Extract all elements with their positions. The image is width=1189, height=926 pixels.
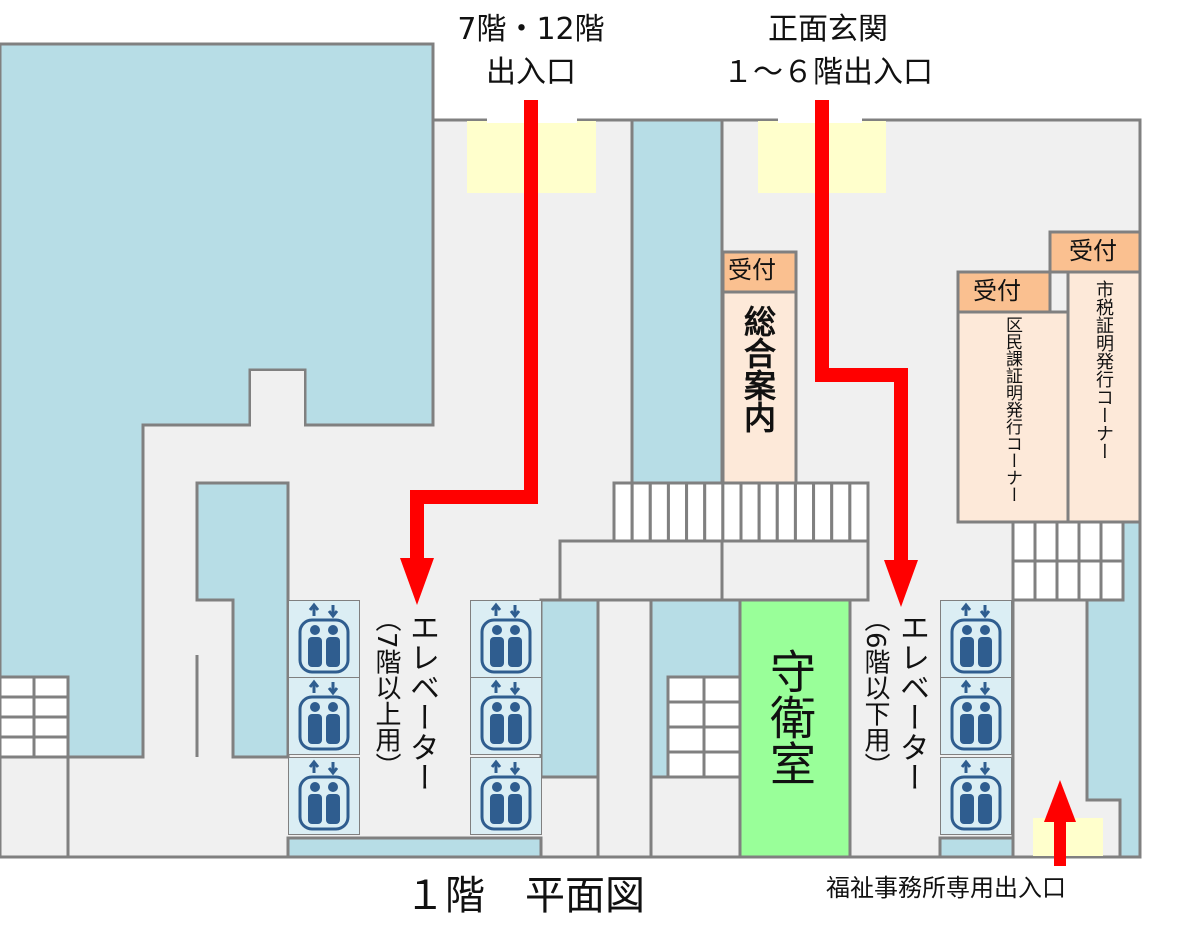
tax-reception-label: 受付 <box>1069 237 1117 265</box>
upper-entrance-label-line1: 7階・12階 <box>457 12 605 47</box>
left-elevator-label: エレベーター <box>404 612 439 792</box>
main-entrance-label-line2: １～６階出入口 <box>723 55 933 90</box>
route-arrowhead-right-elevator <box>884 560 918 607</box>
guard-room-label: 守衛室 <box>763 648 817 786</box>
elevator-icon <box>469 599 543 679</box>
main-entrance-label-line1: 正面玄関 <box>768 12 888 47</box>
room-under-left-elevator <box>286 836 543 859</box>
room-center-1 <box>539 598 600 779</box>
notch-corridor <box>251 371 304 427</box>
welfare-entrance-label: 福祉事務所専用出入口 <box>826 874 1066 902</box>
right-elevator-label: エレベーター <box>894 612 929 792</box>
room-north-column <box>630 118 724 485</box>
elevator-icon <box>287 756 361 836</box>
ward-counter <box>956 310 1070 524</box>
left-elevator-note: （7階以上用） <box>371 606 401 779</box>
info-counter <box>721 290 798 485</box>
page-title: １階 平面図 <box>405 873 645 919</box>
entrance-mat-welfare <box>1033 818 1103 856</box>
stairs-east <box>1011 520 1125 602</box>
elevator-icon <box>469 756 543 836</box>
info-reception-label: 受付 <box>728 256 776 284</box>
elevator-icon <box>939 676 1013 756</box>
upper-entrance-label-line2: 出入口 <box>486 55 576 90</box>
elevator-icon <box>287 599 361 679</box>
route-upper-floors <box>410 100 538 565</box>
ward-reception-box <box>956 270 1052 314</box>
route-arrowhead-welfare <box>1044 780 1076 822</box>
elevator-icon <box>939 756 1013 836</box>
elevator-icon <box>469 676 543 756</box>
elevator-icon <box>939 599 1013 679</box>
right-elevator-note: （6階以下用） <box>860 606 890 779</box>
tax-reception-box <box>1048 230 1142 274</box>
stairs-west <box>0 675 70 759</box>
room-large-west <box>0 42 435 759</box>
room-west-2 <box>195 481 290 759</box>
tax-corner-label: 市税証明発行コーナー <box>1093 280 1114 460</box>
guard-room <box>738 598 852 859</box>
stairs-north <box>612 481 870 543</box>
ward-corner-label: 区民課証明発行コーナー <box>1002 316 1022 503</box>
room-under-right-elevator <box>938 836 1015 859</box>
route-main-entrance <box>815 100 908 565</box>
info-label: 総合案内 <box>739 305 777 433</box>
ward-reception-label: 受付 <box>973 277 1021 305</box>
stairs-center <box>666 675 742 779</box>
route-arrowhead-left-elevator <box>400 558 434 605</box>
elevator-icon <box>287 676 361 756</box>
